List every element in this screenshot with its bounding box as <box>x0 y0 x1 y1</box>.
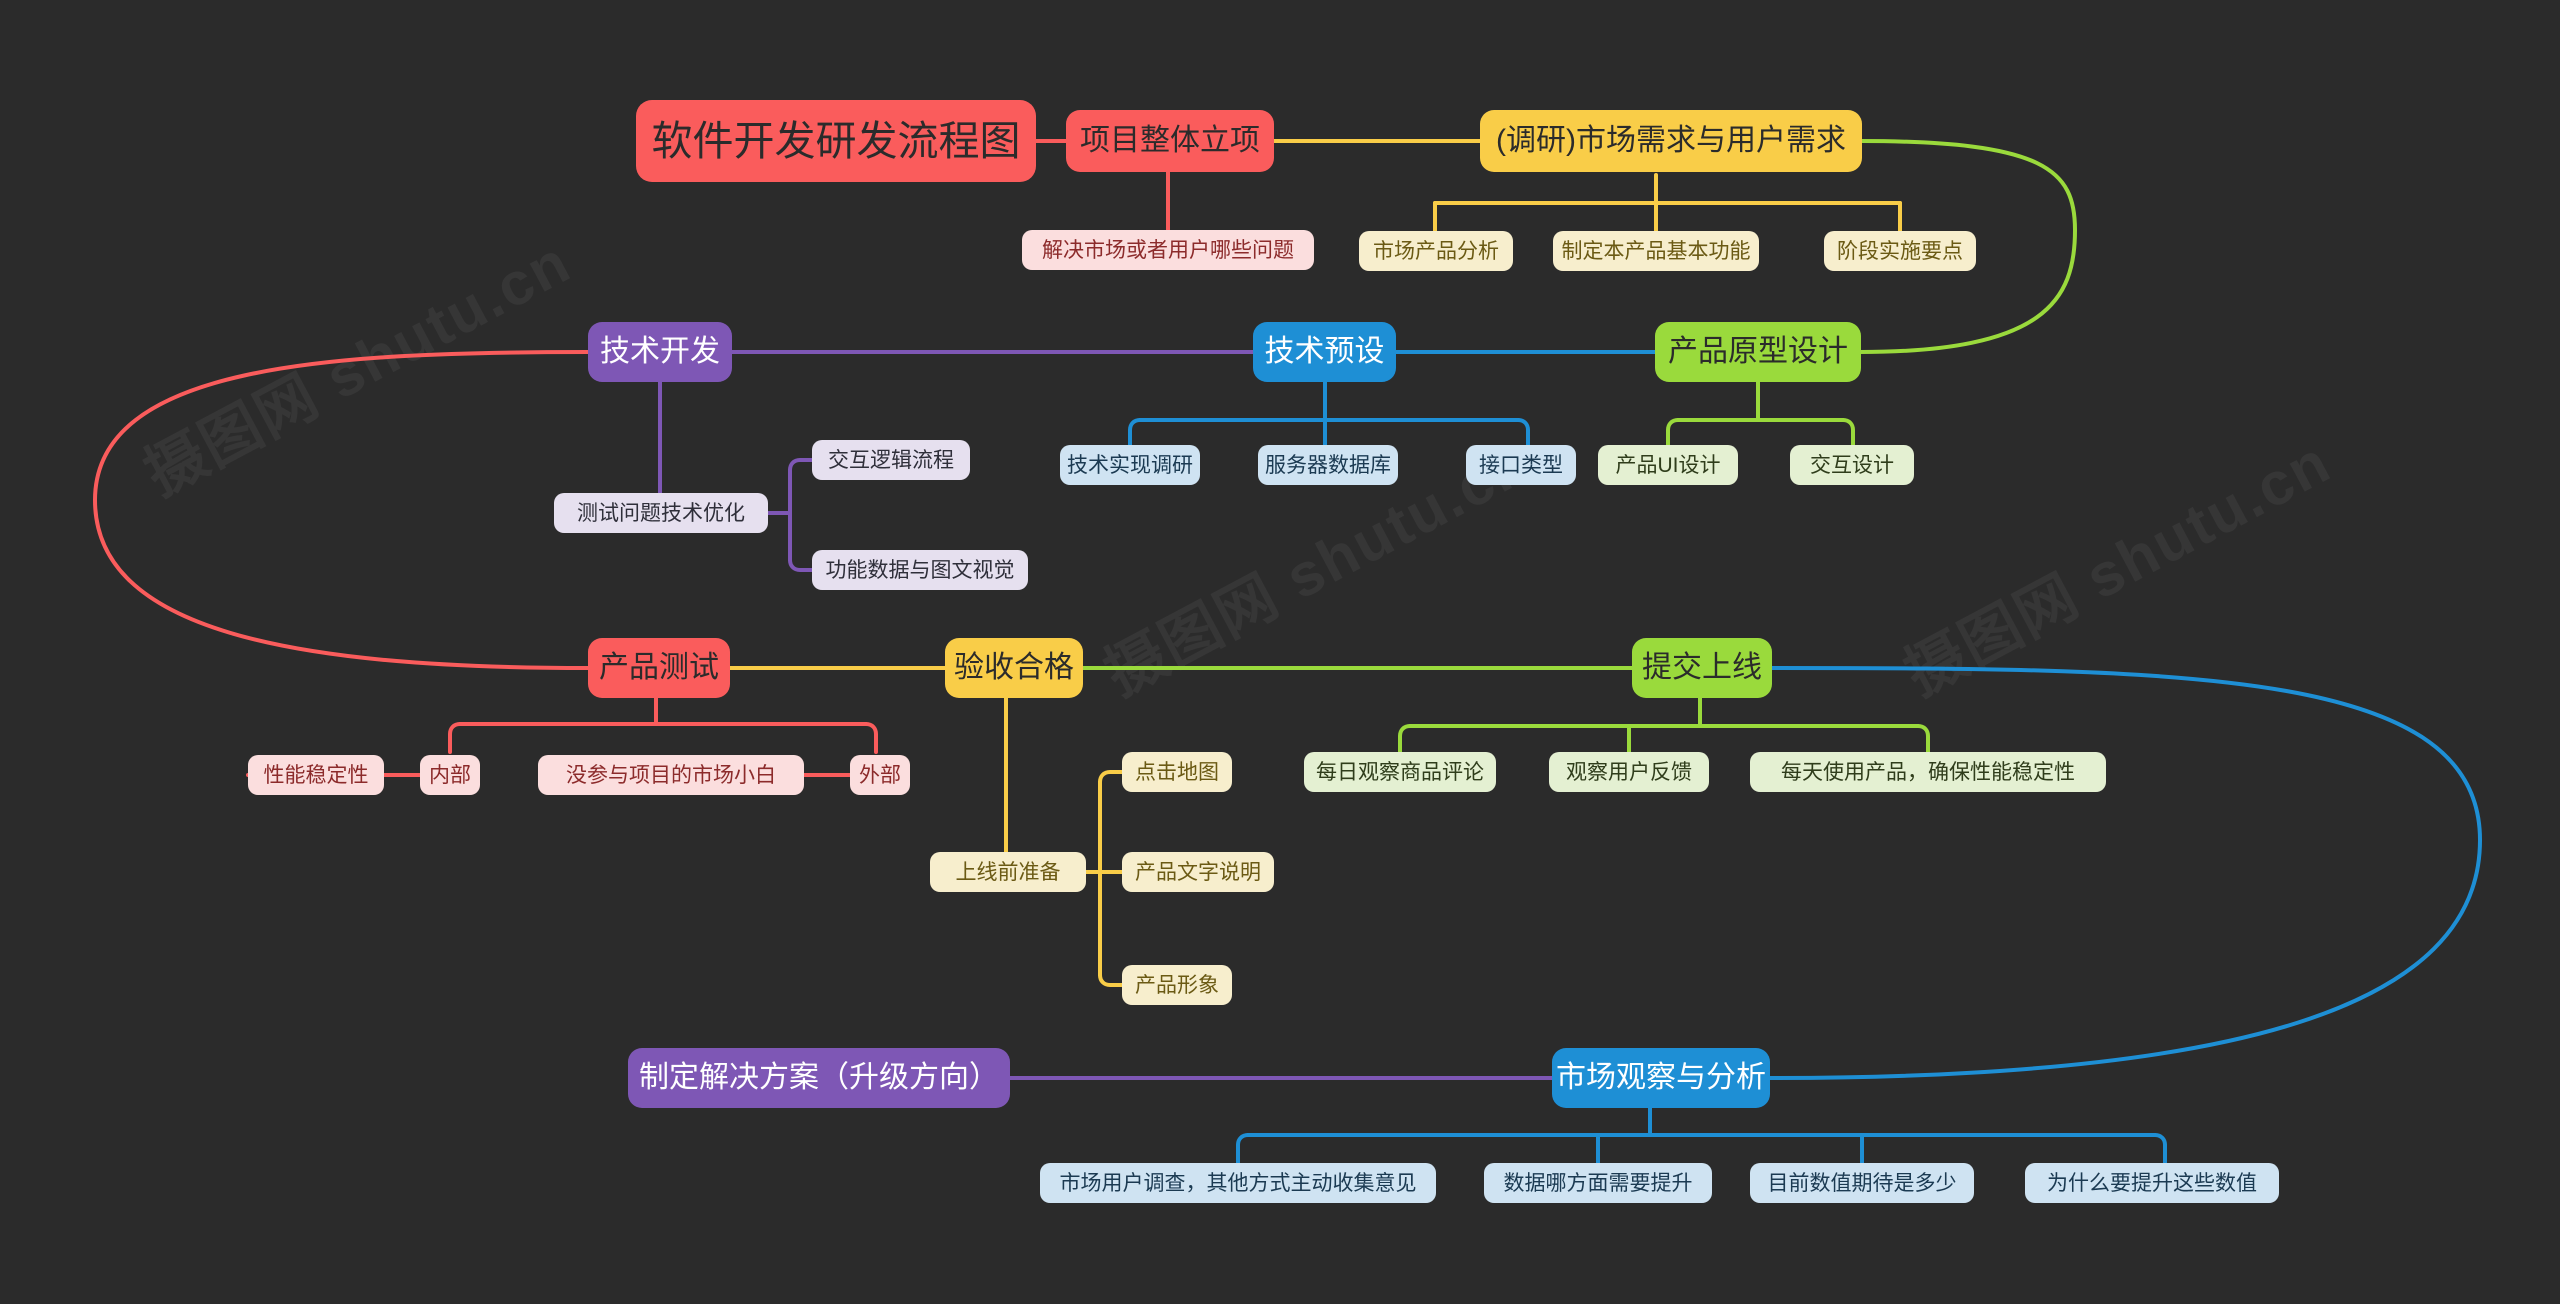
node-tech-feasibility-research[interactable]: 技术实现调研 <box>1060 445 1200 485</box>
node-why-improve-values[interactable]: 为什么要提升这些数值 <box>2025 1163 2279 1203</box>
node-performance-stability[interactable]: 性能稳定性 <box>248 755 384 795</box>
node-project-setup[interactable]: 项目整体立项 <box>1066 110 1274 172</box>
node-submit-online[interactable]: 提交上线 <box>1632 638 1772 698</box>
node-function-data-visual[interactable]: 功能数据与图文视觉 <box>812 550 1028 590</box>
node-basic-functions[interactable]: 制定本产品基本功能 <box>1553 231 1759 271</box>
node-tech-preset[interactable]: 技术预设 <box>1253 322 1396 382</box>
node-server-database[interactable]: 服务器数据库 <box>1258 445 1398 485</box>
node-interaction-logic-flow[interactable]: 交互逻辑流程 <box>812 440 970 480</box>
node-market-user-survey[interactable]: 市场用户调查，其他方式主动收集意见 <box>1040 1163 1436 1203</box>
node-daily-review-comments[interactable]: 每日观察商品评论 <box>1304 752 1496 792</box>
node-product-ui-design[interactable]: 产品UI设计 <box>1598 445 1738 485</box>
node-external[interactable]: 外部 <box>850 755 910 795</box>
node-market-research[interactable]: (调研)市场需求与用户需求 <box>1480 110 1862 172</box>
node-market-novice[interactable]: 没参与项目的市场小白 <box>538 755 804 795</box>
node-observe-user-feedback[interactable]: 观察用户反馈 <box>1549 752 1709 792</box>
node-test-issue-optimization[interactable]: 测试问题技术优化 <box>554 493 768 533</box>
node-project-setup-child[interactable]: 解决市场或者用户哪些问题 <box>1022 230 1314 270</box>
node-phase-key-points[interactable]: 阶段实施要点 <box>1824 231 1976 271</box>
node-prototype-design[interactable]: 产品原型设计 <box>1655 322 1861 382</box>
node-tech-development[interactable]: 技术开发 <box>588 322 732 382</box>
node-click-map[interactable]: 点击地图 <box>1122 752 1232 792</box>
node-internal[interactable]: 内部 <box>420 755 480 795</box>
node-product-text-description[interactable]: 产品文字说明 <box>1122 852 1274 892</box>
node-product-image[interactable]: 产品形象 <box>1122 965 1232 1005</box>
node-interaction-design[interactable]: 交互设计 <box>1790 445 1914 485</box>
watermark: 摄图网 shutu.cn <box>1894 427 2342 708</box>
node-interface-type[interactable]: 接口类型 <box>1466 445 1576 485</box>
node-root-title[interactable]: 软件开发研发流程图 <box>636 100 1036 182</box>
node-acceptance-pass[interactable]: 验收合格 <box>945 638 1083 698</box>
watermark: 摄图网 shutu.cn <box>134 227 582 508</box>
node-daily-use-product[interactable]: 每天使用产品，确保性能稳定性 <box>1750 752 2106 792</box>
node-expected-values[interactable]: 目前数值期待是多少 <box>1750 1163 1974 1203</box>
node-data-improvement-areas[interactable]: 数据哪方面需要提升 <box>1484 1163 1712 1203</box>
node-pre-launch-prep[interactable]: 上线前准备 <box>930 852 1086 892</box>
node-market-product-analysis[interactable]: 市场产品分析 <box>1359 231 1513 271</box>
node-product-test[interactable]: 产品测试 <box>588 638 730 698</box>
node-market-analysis[interactable]: 市场观察与分析 <box>1552 1048 1770 1108</box>
node-solution-plan[interactable]: 制定解决方案（升级方向） <box>628 1048 1010 1108</box>
